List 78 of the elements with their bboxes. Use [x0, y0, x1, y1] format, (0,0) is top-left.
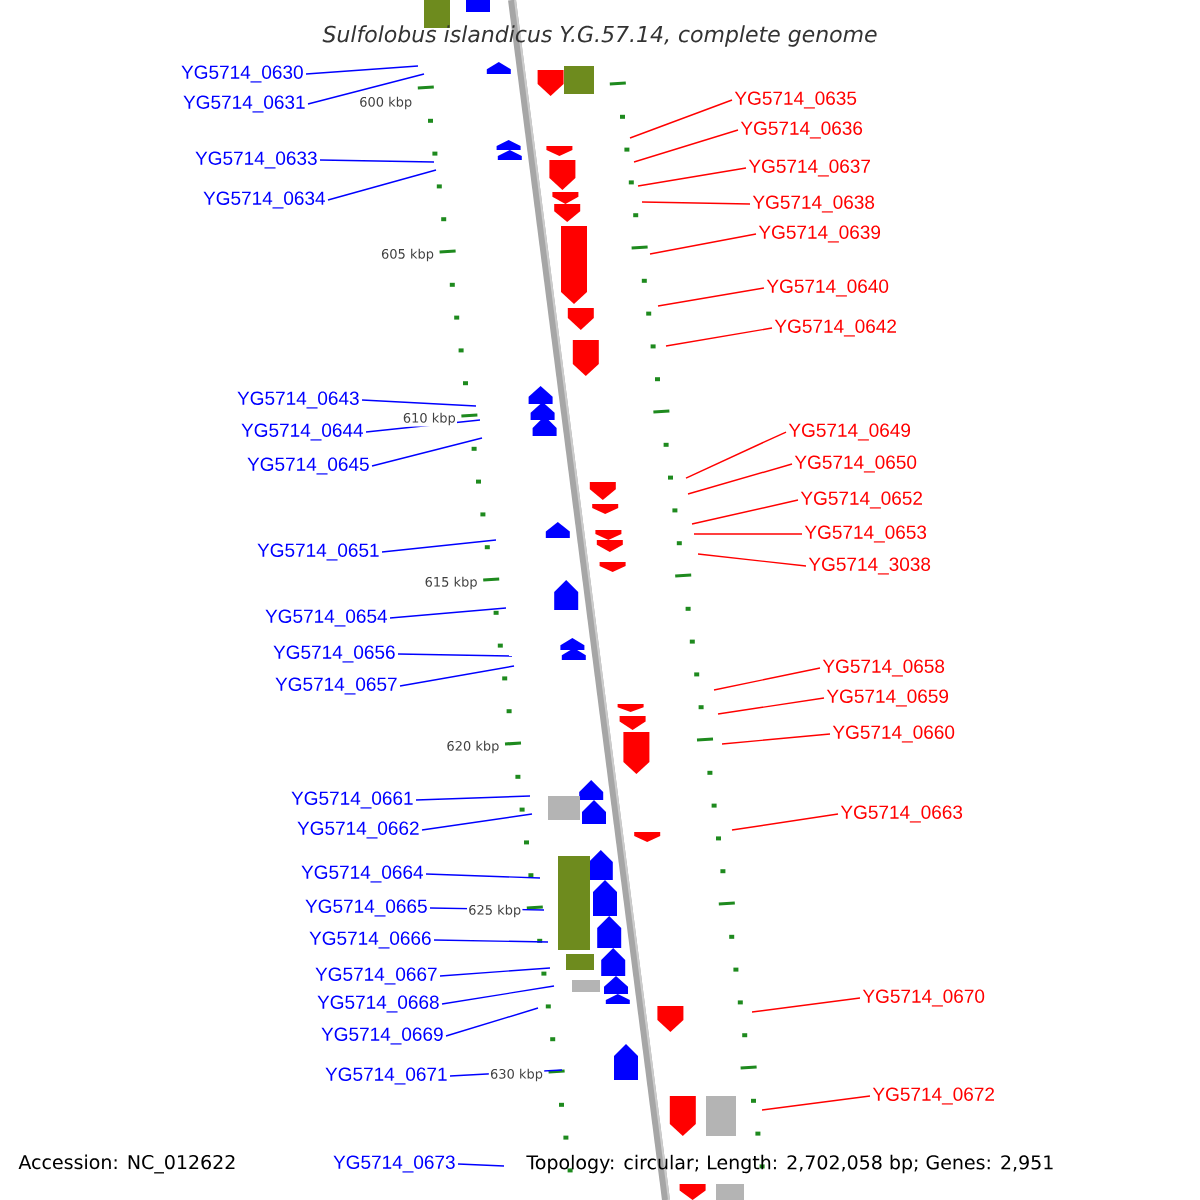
gene-label: YG5714_0672 — [872, 1087, 994, 1105]
gene-label: YG5714_0657 — [275, 677, 397, 695]
gene-label: YG5714_0634 — [203, 191, 325, 209]
leader-line — [421, 813, 533, 831]
leader-line — [397, 653, 513, 657]
gene-label: YG5714_0668 — [317, 995, 439, 1013]
leader-line — [439, 967, 551, 977]
gene-label: YG5714_0667 — [315, 967, 437, 985]
gene-label: YG5714_0659 — [826, 689, 949, 707]
leader-line — [361, 399, 477, 407]
gene-label: YG5714_0665 — [305, 899, 427, 917]
summary-text: Topology: circular; Length: 2,702,058 bp; Genes: 2,951 — [526, 1154, 1053, 1174]
leader-line — [415, 795, 531, 801]
leader-line — [425, 873, 541, 879]
leader-line — [319, 159, 435, 163]
leader-line — [633, 129, 739, 163]
leader-line — [381, 539, 497, 553]
gene-label: YG5714_0661 — [291, 791, 413, 809]
gene-label: YG5714_0649 — [788, 423, 911, 441]
gene-label: YG5714_0666 — [309, 931, 431, 949]
gene-label: YG5714_0652 — [800, 491, 922, 509]
gene-label: YG5714_0639 — [758, 225, 881, 243]
gene-label: YG5714_0640 — [766, 279, 889, 297]
leader-line — [649, 233, 757, 255]
leader-line — [731, 813, 839, 831]
gene-label: YG5714_0660 — [832, 725, 955, 743]
leader-line — [327, 169, 437, 201]
gene-label: YG5714_0673 — [333, 1155, 455, 1173]
gene-label: YG5714_0656 — [273, 645, 395, 663]
leader-line — [307, 73, 425, 105]
leader-line — [637, 167, 747, 187]
gene-label: YG5714_0650 — [794, 455, 917, 473]
leader-line — [641, 201, 751, 205]
leader-line — [305, 65, 419, 75]
gene-label: YG5714_0664 — [301, 865, 423, 883]
leader-line — [657, 287, 765, 307]
leader-line — [433, 939, 549, 943]
leader-line — [685, 431, 787, 479]
leader-line — [445, 1007, 539, 1037]
title: Sulfolobus islandicus Y.G.57.14, complete genome — [322, 25, 877, 47]
leader-line — [457, 1163, 505, 1167]
gene-label: YG5714_0630 — [181, 65, 303, 83]
leader-line — [629, 99, 733, 139]
gene-label: YG5714_3038 — [808, 557, 931, 575]
leader-line — [687, 463, 793, 495]
leader-line — [371, 437, 483, 467]
leader-line — [751, 997, 861, 1013]
gene-label: YG5714_0631 — [183, 95, 305, 113]
leader-line — [389, 607, 507, 619]
gene-label: YG5714_0670 — [862, 989, 985, 1007]
gene-label: YG5714_0644 — [241, 423, 363, 441]
gene-label: YG5714_0638 — [752, 195, 875, 213]
gene-label: YG5714_0642 — [774, 319, 896, 337]
gene-label: YG5714_0635 — [734, 91, 857, 109]
leader-line — [693, 533, 803, 535]
leader-line — [665, 327, 773, 347]
gene-label: YG5714_0669 — [321, 1027, 443, 1045]
gene-label: YG5714_0653 — [804, 525, 927, 543]
gene-label: YG5714_0637 — [748, 159, 870, 177]
gene-label: YG5714_0645 — [247, 457, 369, 475]
leader-line — [697, 553, 807, 567]
leader-line — [761, 1095, 871, 1111]
leader-line — [713, 667, 821, 691]
gene-label: YG5714_0633 — [195, 151, 317, 169]
gene-label: YG5714_0671 — [325, 1067, 447, 1085]
gene-label: YG5714_0658 — [822, 659, 945, 677]
leader-line — [691, 499, 799, 525]
gene-label: YG5714_0643 — [237, 391, 359, 409]
gene-label: YG5714_0663 — [840, 805, 963, 823]
leader-line — [717, 697, 825, 715]
gene-label: YG5714_0636 — [740, 121, 863, 139]
gene-label: YG5714_0662 — [297, 821, 419, 839]
leader-line — [721, 733, 831, 745]
accession-text: Accession: NC_012622 — [18, 1154, 235, 1174]
gene-label: YG5714_0651 — [257, 543, 379, 561]
leader-line — [399, 665, 515, 687]
leader-line — [441, 985, 555, 1005]
gene-label: YG5714_0654 — [265, 609, 387, 627]
